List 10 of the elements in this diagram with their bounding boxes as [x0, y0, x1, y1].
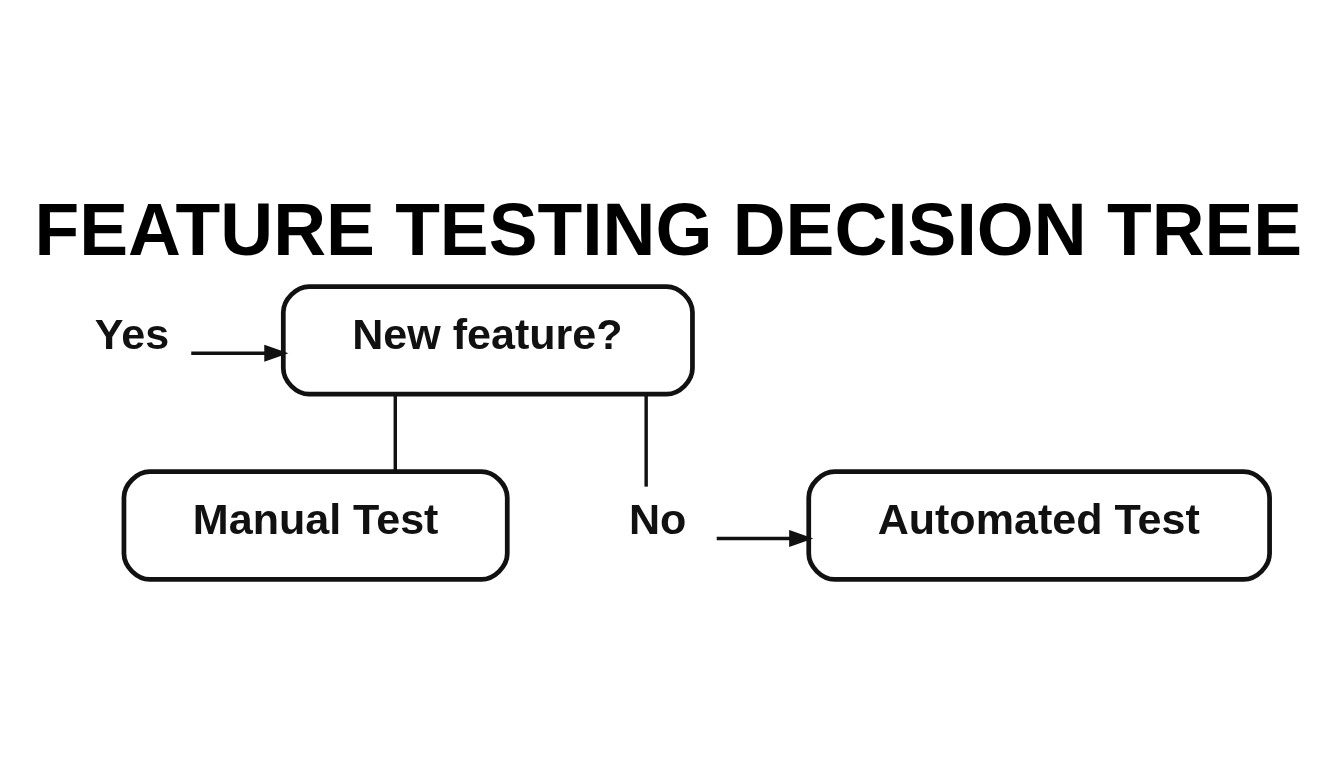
node-box: Automated Test [806, 468, 1272, 582]
diagram-title: FEATURE TESTING DECISION TREE [34, 188, 1303, 271]
node-box: New feature? [280, 283, 695, 397]
arrow [716, 529, 814, 547]
arrow [191, 344, 289, 362]
node-text: No [628, 494, 687, 543]
connector [393, 394, 397, 471]
node-text: Yes [94, 309, 170, 358]
node-box: Manual Test [121, 468, 510, 582]
connector [644, 394, 648, 487]
